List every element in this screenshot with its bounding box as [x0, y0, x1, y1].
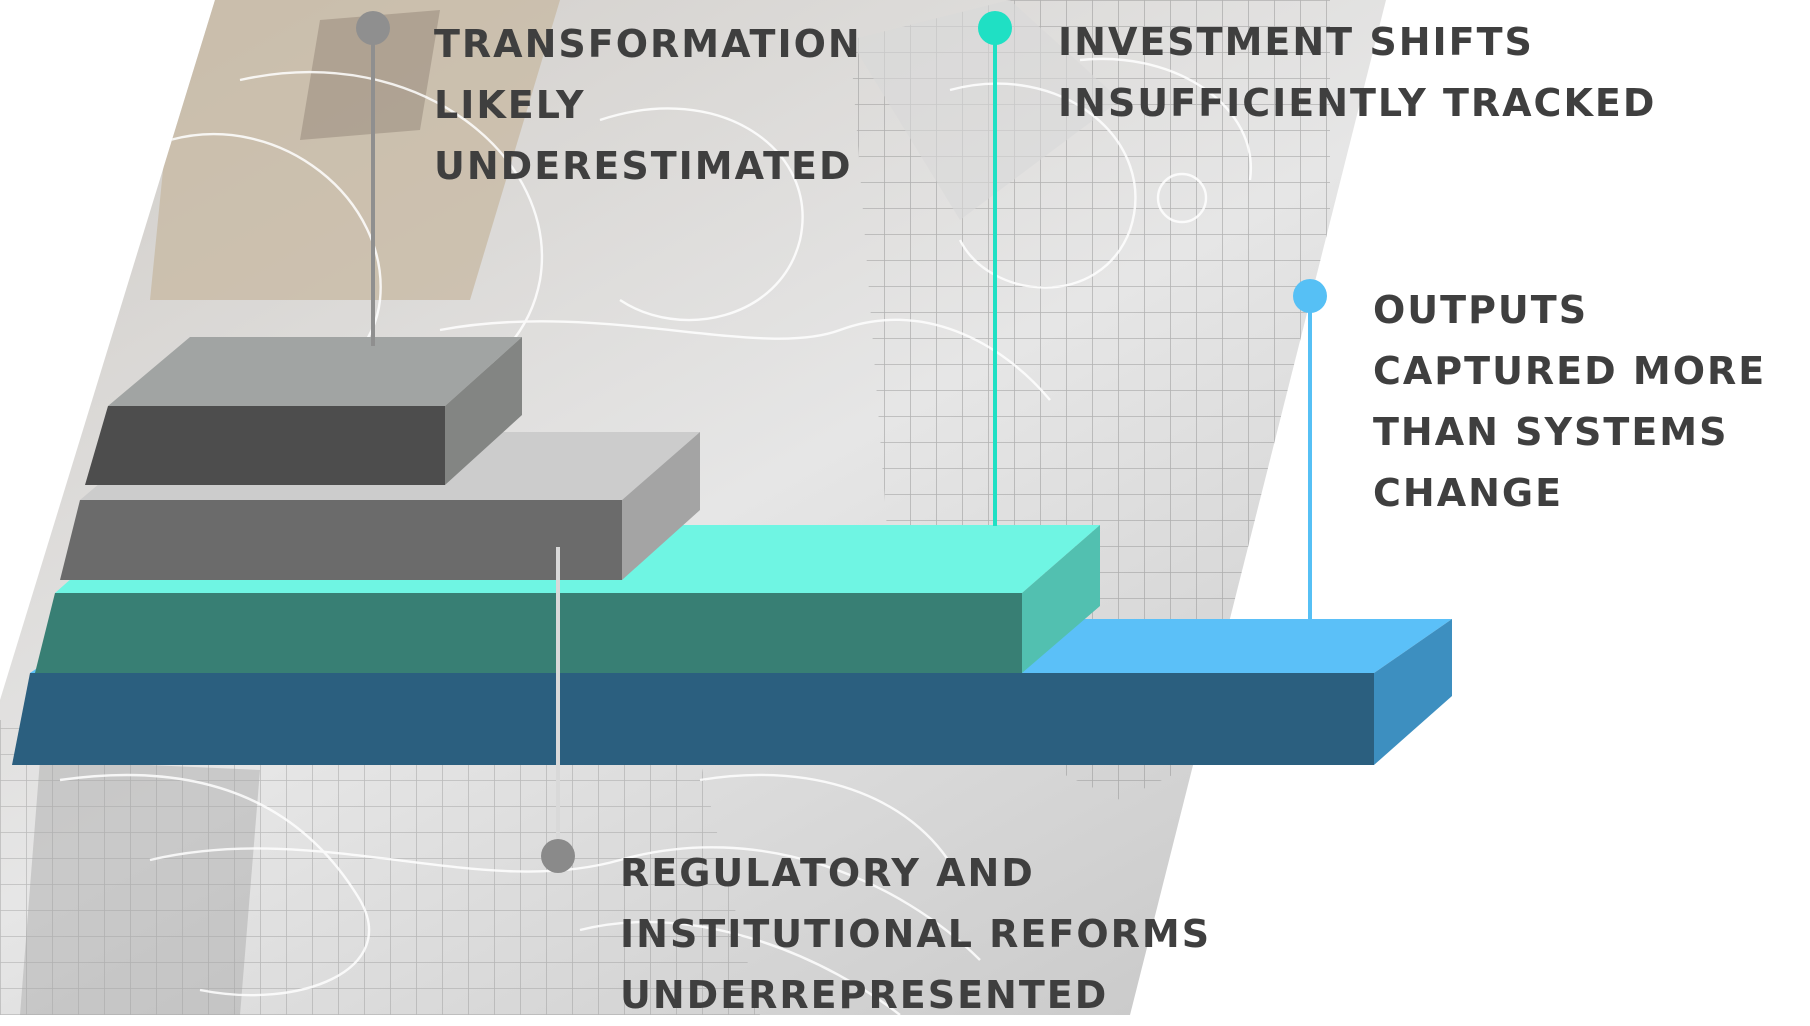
label-transformation: TRANSFORMATION LIKELY UNDERESTIMATED	[434, 14, 862, 197]
label-regulatory-line-2: INSTITUTIONAL REFORMS	[620, 912, 1212, 956]
label-transformation-line-1: TRANSFORMATION	[434, 22, 862, 66]
pin-transformation	[356, 11, 390, 346]
pin-transformation-dot	[356, 11, 390, 45]
label-outputs-line-1: OUTPUTS	[1373, 288, 1589, 332]
label-regulatory-line-3: UNDERREPRESENTED	[620, 973, 1109, 1017]
pin-investment	[978, 11, 1012, 526]
label-investment: INVESTMENT SHIFTS INSUFFICIENTLY TRACKED	[1058, 12, 1656, 134]
label-outputs-line-3: THAN SYSTEMS	[1373, 410, 1729, 454]
bar-transformation	[85, 337, 522, 485]
pin-investment-dot	[978, 11, 1012, 45]
label-transformation-line-3: UNDERESTIMATED	[434, 144, 853, 188]
label-investment-line-1: INVESTMENT SHIFTS	[1058, 20, 1534, 64]
label-outputs-line-4: CHANGE	[1373, 471, 1564, 515]
label-outputs: OUTPUTS CAPTURED MORE THAN SYSTEMS CHANG…	[1373, 280, 1766, 524]
pin-regulatory-dot	[541, 839, 575, 873]
label-regulatory-line-1: REGULATORY AND	[620, 851, 1035, 895]
label-transformation-line-2: LIKELY	[434, 83, 586, 127]
pin-outputs	[1293, 279, 1327, 619]
label-outputs-line-2: CAPTURED MORE	[1373, 349, 1767, 393]
pin-outputs-dot	[1293, 279, 1327, 313]
pin-regulatory	[541, 547, 575, 873]
label-investment-line-2: INSUFFICIENTLY TRACKED	[1058, 81, 1657, 125]
label-regulatory: REGULATORY AND INSTITUTIONAL REFORMS UND…	[620, 843, 1211, 1026]
